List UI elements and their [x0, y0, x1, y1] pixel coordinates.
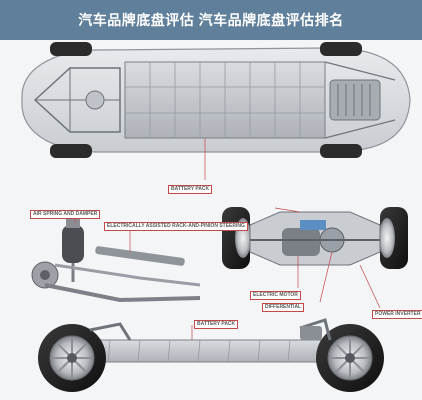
callout-battery-pack-bottom: BATTERY PACK — [194, 320, 239, 329]
page-title: 汽车品牌底盘评估 汽车品牌底盘评估排名 — [78, 12, 344, 28]
callout-power-inverter: POWER INVERTER — [372, 310, 422, 319]
chassis-diagram: BATTERY PACK AIR SPRING AND DAMPER ELECT… — [0, 40, 422, 400]
callout-battery-pack-top: BATTERY PACK — [168, 185, 213, 194]
side-view-chassis — [38, 318, 384, 392]
callout-steering: ELECTRICALLY ASSISTED RACK-AND-PINION ST… — [104, 222, 248, 231]
callout-differential: DIFFERENTIAL — [262, 303, 305, 312]
chassis-illustration — [21, 42, 411, 392]
title-bar: 汽车品牌底盘评估 汽车品牌底盘评估排名 — [0, 0, 422, 40]
callout-air-spring: AIR SPRING AND DAMPER — [30, 210, 101, 219]
front-suspension — [31, 215, 201, 303]
top-view-chassis — [21, 42, 411, 180]
callout-electric-motor: ELECTRIC MOTOR — [250, 291, 301, 300]
